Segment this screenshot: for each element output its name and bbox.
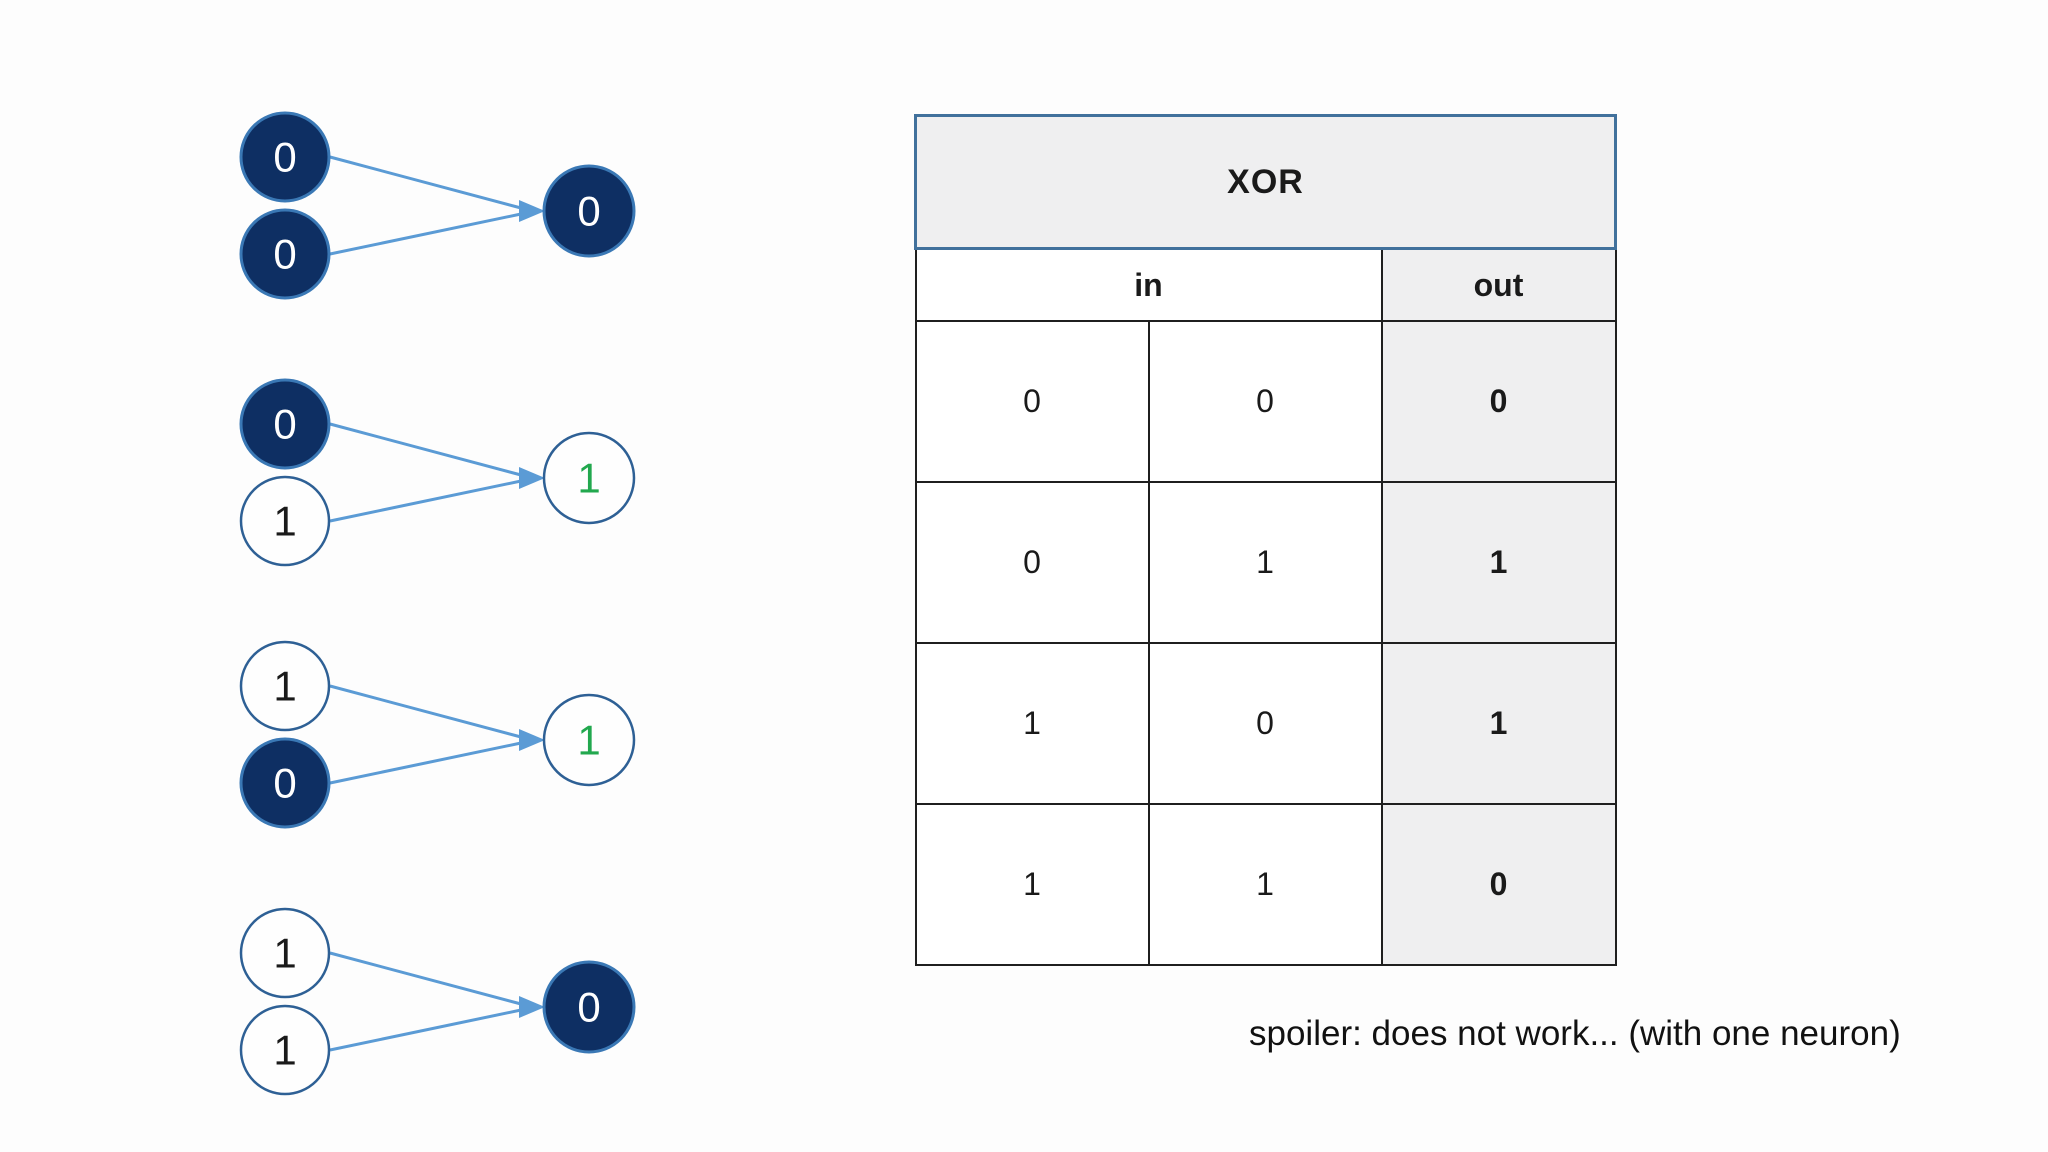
cell-in-value: 0 [914, 481, 1150, 644]
node-value: 1 [273, 498, 296, 545]
table-title-row: XOR [914, 114, 1617, 250]
cell-out-value: 0 [1380, 803, 1617, 966]
node-value: 0 [577, 188, 600, 235]
input-node-circle [239, 208, 331, 300]
input-node-circle [239, 378, 331, 470]
cell-in-value: 1 [914, 642, 1150, 805]
output-node-circle [542, 164, 636, 258]
output-node-circle [542, 693, 636, 787]
connection-line-top [329, 951, 522, 1006]
network-svg: 0 1 1 [239, 378, 636, 567]
arrowhead-icon [519, 200, 545, 222]
node-value: 0 [577, 984, 600, 1031]
arrowhead-icon [519, 729, 545, 751]
cell-in-value: 1 [1147, 481, 1383, 644]
cell-in-value: 1 [914, 803, 1150, 966]
network-diagram-case-10: 1 0 1 [220, 629, 660, 859]
column-header-in: in [914, 247, 1383, 322]
network-diagram-case-01: 0 1 1 [220, 367, 660, 597]
node-value: 1 [273, 930, 296, 977]
arrowhead-icon [519, 996, 545, 1018]
network-diagram-case-11: 1 1 0 [220, 896, 660, 1126]
cell-in-value: 0 [914, 320, 1150, 483]
network-diagram-case-00: 0 0 0 [220, 100, 660, 330]
arrowhead-icon [519, 467, 545, 489]
spoiler-caption: spoiler: does not work... (with one neur… [1249, 1014, 1901, 1053]
cell-out-value: 1 [1380, 481, 1617, 644]
cell-out-value: 1 [1380, 642, 1617, 805]
cell-in-value: 0 [1147, 642, 1383, 805]
input-node-circle [239, 111, 331, 203]
network-svg: 1 0 1 [239, 640, 636, 829]
node-value: 0 [273, 760, 296, 807]
node-value: 0 [273, 231, 296, 278]
output-node-circle [542, 431, 636, 525]
input-node-circle [239, 475, 331, 567]
cell-in-value: 0 [1147, 320, 1383, 483]
table-header-row: in out [914, 247, 1617, 322]
node-value: 1 [273, 663, 296, 710]
network-svg: 0 0 0 [239, 111, 636, 300]
node-value: 1 [273, 1027, 296, 1074]
connection-line-top [329, 422, 522, 477]
connection-line-top [329, 155, 522, 210]
input-node-circle [239, 1004, 331, 1096]
input-node-circle [239, 640, 331, 732]
cell-in-value: 1 [1147, 803, 1383, 966]
connection-line-bottom [329, 479, 522, 523]
input-node-circle [239, 737, 331, 829]
column-header-out: out [1380, 247, 1617, 322]
cell-out-value: 0 [1380, 320, 1617, 483]
node-value: 1 [577, 717, 600, 764]
table-title: XOR [914, 114, 1617, 250]
network-svg: 1 1 0 [239, 907, 636, 1096]
input-node-circle [239, 907, 331, 999]
connection-line-bottom [329, 741, 522, 785]
node-value: 0 [273, 401, 296, 448]
connection-line-bottom [329, 1008, 522, 1052]
output-node-circle [542, 960, 636, 1054]
node-value: 1 [577, 455, 600, 502]
connection-line-bottom [329, 212, 522, 256]
node-value: 0 [273, 134, 296, 181]
connection-line-top [329, 684, 522, 739]
